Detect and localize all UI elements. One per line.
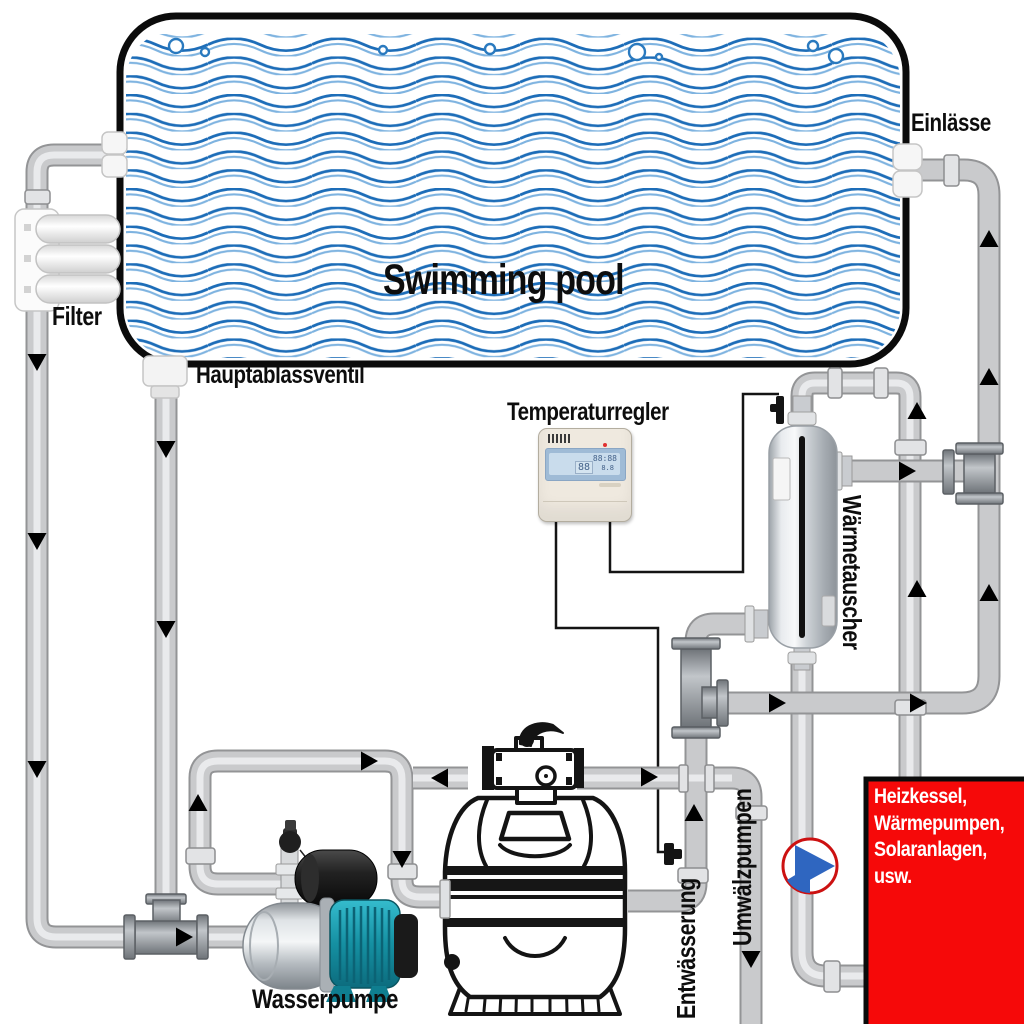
pool-bubbles — [167, 37, 845, 65]
filter-label: Filter — [52, 301, 102, 331]
vent-grill-icon — [548, 434, 572, 443]
lcd-time: 88:88 — [592, 454, 617, 463]
sand-filter — [439, 722, 628, 1016]
temperature-controller-device: 88:88 88 8.8 — [538, 428, 632, 522]
sensor-wire-2 — [608, 392, 779, 574]
pump-motor — [394, 914, 418, 978]
pool-connections — [101, 131, 923, 399]
circulation-pump-icon — [781, 837, 839, 895]
hx-label-sticker — [772, 457, 791, 501]
flanged-tee-bottom — [123, 893, 209, 960]
water-pump — [242, 820, 418, 1002]
pool-title: Swimming pool — [383, 256, 625, 304]
pool-inlet-flange — [892, 143, 923, 171]
flanged-tee-right — [942, 442, 1004, 505]
bubble-icon — [627, 42, 647, 62]
device-button — [599, 483, 621, 487]
pool-outlet-flange — [101, 131, 128, 155]
heat-exchanger-label: Wärmetauscher — [837, 495, 867, 650]
drainage-label: Entwässerung — [671, 878, 701, 1019]
sensor-wires — [554, 392, 779, 854]
bubble-icon — [654, 52, 664, 62]
filter-inlet-flange — [439, 879, 451, 919]
temperature-controller-label: Temperaturregler — [507, 398, 669, 426]
heat-exchanger — [744, 395, 853, 671]
main-drain-valve — [142, 355, 188, 387]
circulation-pumps-label: Umwälzpumpen — [727, 788, 757, 946]
temperature-sensors — [664, 396, 784, 865]
status-led — [603, 443, 607, 447]
cartridge-filter — [14, 208, 121, 312]
swimming-pool — [116, 12, 910, 368]
pipe-fittings — [24, 154, 1004, 993]
bubble-icon — [806, 39, 820, 53]
bubble-icon — [483, 42, 497, 56]
bubble-icon — [827, 47, 845, 65]
flanged-tee-riser — [671, 637, 729, 739]
pool-water-waves — [126, 34, 900, 358]
thermostat-lcd: 88:88 88 8.8 — [545, 448, 626, 481]
heat-sources-box — [863, 776, 1024, 1024]
bubble-icon — [199, 46, 211, 58]
sensor-wire-1 — [554, 519, 668, 854]
bubble-icon — [377, 44, 389, 56]
lcd-sub-value: 8.8 — [601, 464, 614, 472]
heat-sources-label: Heizkessel, Wärmepumpen, Solaranlagen, u… — [874, 785, 1005, 888]
pipe-sensor-icon — [664, 843, 674, 865]
bubble-icon — [167, 37, 185, 55]
main-drain-valve-label: Hauptablassventil — [196, 361, 365, 389]
inlets-label: Einlässe — [911, 109, 991, 137]
multiport-valve — [482, 722, 584, 805]
device-seam — [543, 501, 627, 502]
water-pump-label: Wasserpumpe — [252, 984, 399, 1014]
lcd-temperature: 88 — [575, 461, 594, 474]
